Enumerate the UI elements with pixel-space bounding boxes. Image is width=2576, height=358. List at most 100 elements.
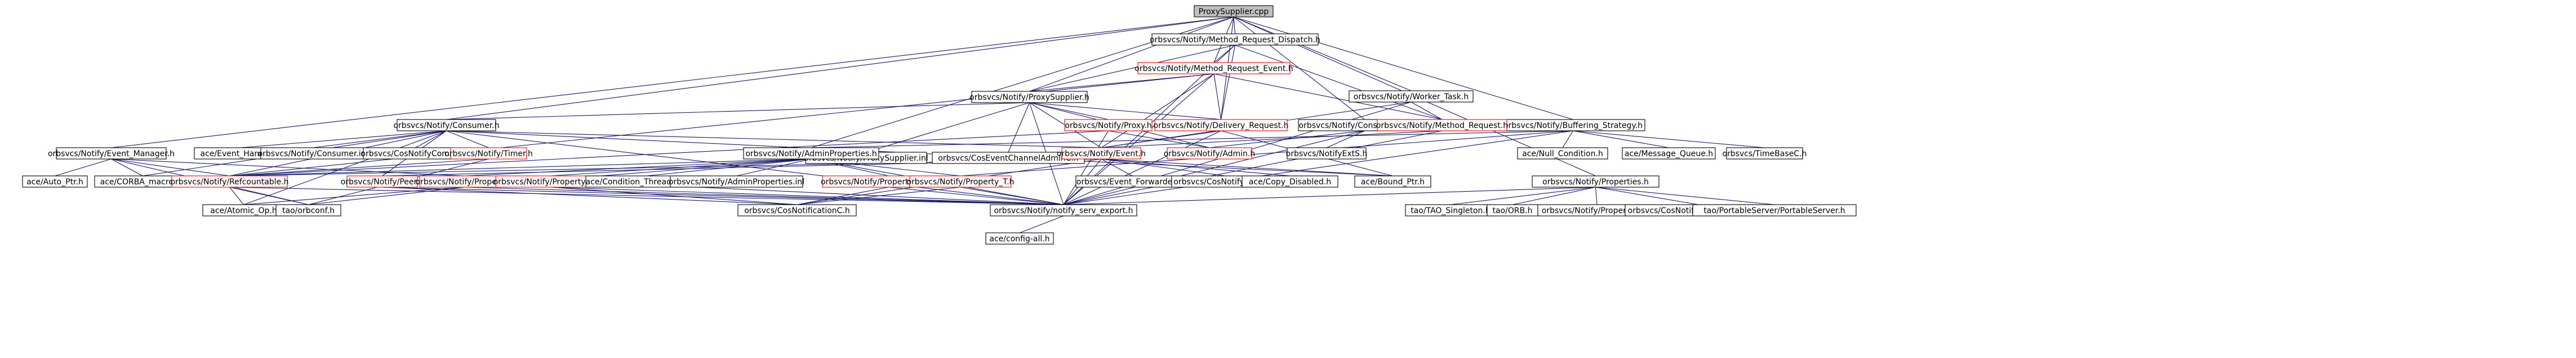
node-box	[737, 204, 857, 216]
graph-node[interactable]: orbsvcs/CosNotificationC.h	[737, 204, 857, 216]
graph-node[interactable]: orbsvcs/Notify/notify_serv_export.h	[990, 204, 1137, 216]
dependency-edge	[1029, 102, 1109, 120]
graph-node[interactable]: orbsvcs/Notify/ProxySupplier.h	[969, 91, 1089, 103]
graph-node[interactable]: tao/PortableServer/PortableServer.h	[1692, 204, 1857, 216]
graph-node[interactable]: orbsvcs/Notify/Refcountable.h	[170, 175, 289, 188]
dependency-edge	[1101, 158, 1133, 176]
graph-node[interactable]: ace/Message_Queue.h	[1622, 147, 1716, 160]
graph-node[interactable]: orbsvcs/CosNotifyCommC.h	[361, 147, 470, 160]
node-box	[1194, 5, 1274, 17]
node-label: orbsvcs/Notify/Method_Request_Event.h	[1134, 64, 1293, 73]
dependency-edge	[1213, 73, 1222, 120]
graph-node[interactable]: ProxySupplier.cpp	[1194, 5, 1274, 17]
graph-node[interactable]: orbsvcs/Notify/Method_Request.h	[1376, 119, 1508, 131]
node-box	[1726, 147, 1803, 160]
graph-node[interactable]: tao/orbconf.h	[275, 204, 341, 216]
graph-node[interactable]: orbsvcs/NotifyExtS.h	[1286, 147, 1368, 160]
graph-node[interactable]: orbsvcs/Notify/Consumer.h	[393, 119, 500, 131]
graph-node[interactable]: ace/Copy_Disabled.h	[1242, 175, 1338, 188]
graph-node[interactable]: orbsvcs/Notify/Method_Request_Event.h	[1134, 62, 1293, 74]
dependency-edge	[1101, 158, 1226, 176]
graph-node[interactable]: orbsvcs/Notify/Property_T.h	[906, 175, 1015, 188]
graph-node[interactable]: orbsvcs/Notify/Event_Manager.h	[48, 147, 175, 160]
graph-node[interactable]: ace/CORBA_macros.h	[94, 175, 191, 188]
dependency-edge	[1562, 130, 1573, 148]
graph-node[interactable]: tao/TAO_Singleton.h	[1405, 204, 1496, 216]
graph-node[interactable]: ace/Auto_Ptr.h	[22, 175, 88, 188]
dependency-edge	[229, 158, 489, 176]
graph-node[interactable]: ace/Atomic_Op.h	[202, 204, 285, 216]
graph-node[interactable]: orbsvcs/Notify/Buffering_Strategy.h	[1501, 119, 1645, 131]
graph-node[interactable]: ace/config-all.h	[985, 232, 1054, 245]
node-box	[1377, 119, 1507, 131]
node-label: orbsvcs/Notify/Peer.h	[341, 178, 424, 187]
dependency-edge	[1101, 158, 1393, 176]
graph-node[interactable]: orbsvcs/Notify/AdminProperties.inl	[669, 175, 804, 188]
node-box	[171, 175, 288, 188]
node-box	[397, 119, 496, 131]
graph-node[interactable]: orbsvcs/Event_ForwarderS.h	[1075, 175, 1189, 188]
graph-node[interactable]: orbsvcs/Notify/Method_Request_Dispatch.h	[1150, 33, 1320, 46]
node-label: tao/orbconf.h	[282, 206, 335, 215]
dependency-edge	[1411, 101, 1443, 120]
graph-node[interactable]: ace/Null_Condition.h	[1517, 147, 1608, 160]
node-label: orbsvcs/Notify/AdminProperties.inl	[669, 178, 804, 187]
node-label: orbsvcs/Notify/Refcountable.h	[170, 178, 288, 187]
graph-node[interactable]: tao/ORB.h	[1487, 204, 1538, 216]
dependency-edge	[866, 102, 1030, 153]
dependency-edge	[446, 102, 1030, 120]
dependency-edge	[229, 187, 1064, 205]
node-label: ace/Auto_Ptr.h	[26, 178, 83, 187]
graph-node[interactable]: orbsvcs/Notify/Admin.h	[1164, 147, 1256, 160]
graph-node[interactable]: orbsvcs/Notify/Worker_Task.h	[1349, 90, 1474, 103]
graph-node[interactable]: orbsvcs/Notify/Properties.h	[1532, 175, 1660, 188]
node-label: orbsvcs/Notify/Buffering_Strategy.h	[1503, 121, 1643, 130]
node-label: tao/TAO_Singleton.h	[1411, 206, 1490, 215]
node-label: tao/PortableServer/PortableServer.h	[1703, 206, 1845, 215]
node-label: ace/config-all.h	[989, 235, 1049, 244]
node-label: orbsvcs/Notify/AdminProperties.h	[745, 149, 877, 158]
graph-node[interactable]: orbsvcs/Notify/Peer.h	[341, 175, 424, 188]
graph-node[interactable]: orbsvcs/Notify/AdminProperties.h	[743, 147, 879, 160]
node-box	[275, 204, 341, 216]
dependency-edge	[1101, 158, 1291, 176]
graph-node[interactable]: orbsvcs/Notify/Delivery_Request.h	[1154, 119, 1289, 131]
dependency-edge	[415, 130, 447, 148]
node-label: orbsvcs/CosNotifyCommC.h	[361, 149, 470, 158]
node-box	[1242, 175, 1338, 188]
dependency-edge	[229, 187, 309, 205]
graph-node[interactable]: orbsvcs/Notify/Property.h	[415, 175, 514, 188]
dependency-edge	[1595, 187, 1598, 205]
dependency-edge	[1450, 187, 1596, 205]
node-box	[450, 147, 527, 160]
dependency-edge	[382, 187, 798, 205]
dependency-edge	[1209, 130, 1365, 148]
graph-node[interactable]: orbsvcs/Notify/Timer.h	[444, 147, 533, 160]
graph-node[interactable]: orbsvcs/CosEventChannelAdminC.h	[932, 152, 1085, 164]
node-label: orbsvcs/Notify/Properties.inl	[1542, 206, 1652, 215]
node-box	[990, 204, 1137, 216]
dependency-edge	[736, 158, 812, 176]
graph-node[interactable]: ace/Bound_Ptr.h	[1354, 175, 1431, 188]
node-label: orbsvcs/Event_ForwarderS.h	[1076, 178, 1188, 187]
dependency-edge	[550, 187, 798, 205]
dependency-edge	[1108, 130, 1210, 148]
dependency-edge	[811, 130, 1573, 148]
node-label: orbsvcs/Notify/Method_Request.h	[1376, 121, 1508, 130]
node-label: orbsvcs/NotifyExtS.h	[1286, 149, 1368, 158]
dependency-edge	[111, 158, 230, 176]
node-box	[22, 175, 88, 188]
graph-node[interactable]: orbsvcs/TimeBaseC.h	[1723, 147, 1807, 160]
node-label: ace/CORBA_macros.h	[100, 178, 185, 187]
node-box	[1064, 119, 1153, 131]
dependency-edge	[1029, 45, 1235, 92]
graph-node[interactable]: orbsvcs/Notify/Event.h	[1057, 147, 1146, 160]
graph-node[interactable]: orbsvcs/Notify/Proxy.h	[1064, 119, 1153, 131]
graph-node[interactable]: orbsvcs/Notify/PropertySeq.h	[493, 175, 608, 188]
graph-node[interactable]: orbsvcs/Notify/Consumer.inl	[258, 147, 368, 160]
node-box	[670, 175, 803, 188]
node-box	[1154, 119, 1288, 131]
node-label: orbsvcs/Notify/notify_serv_export.h	[994, 206, 1133, 215]
node-label: orbsvcs/Notify/Event_Manager.h	[48, 149, 175, 158]
dependency-edge	[446, 130, 489, 148]
